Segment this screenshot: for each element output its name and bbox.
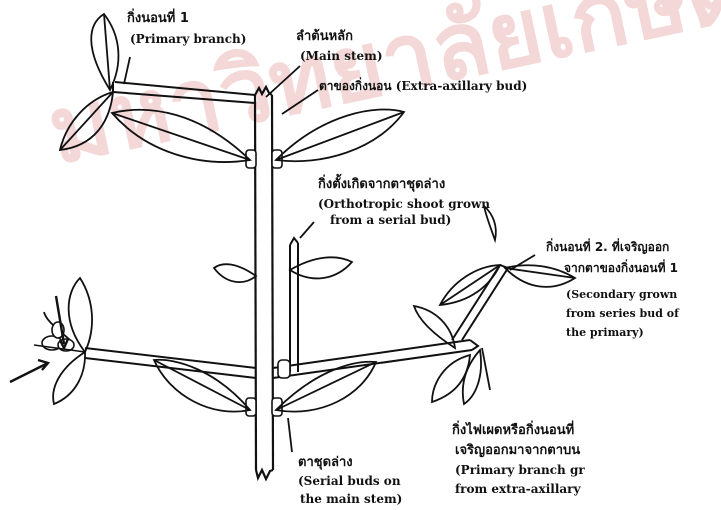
- secondary-branch: [452, 265, 508, 340]
- primary-branch-top: [113, 82, 255, 103]
- orthotropic-shoot: [290, 238, 298, 372]
- label-serial-buds-th: ตาชุดล่าง: [298, 456, 353, 471]
- label-main-stem-th: ลำต้นหลัก: [296, 30, 353, 45]
- label-orthotropic-th: กิ่งตั้งเกิดจากตาชุดล่าง: [318, 178, 445, 193]
- label-secondary-th-1: กิ่งนอนที่ 2. ที่เจริญออก: [546, 241, 669, 255]
- buds: [246, 150, 290, 416]
- label-main-stem-en: (Main stem): [300, 50, 383, 64]
- label-secondary-en-1: (Secondary grown: [566, 289, 677, 302]
- label-primary-from-extra-th-1: กิ่งไฟเผดหรือกิ่งนอนที่: [452, 424, 574, 439]
- label-primary-from-extra-en-1: (Primary branch gr: [455, 464, 585, 478]
- label-serial-buds-en-1: (Serial buds on: [298, 475, 401, 489]
- label-orthotropic-en-1: (Orthotropic shoot grown: [318, 198, 490, 212]
- label-primary-branch-en: (Primary branch): [130, 33, 246, 47]
- label-primary-from-extra-en-2: from extra-axillary: [455, 483, 580, 497]
- label-serial-buds-en-2: the main stem): [300, 493, 402, 507]
- label-secondary-en-3: the primary): [566, 327, 644, 340]
- branch-tip-cluster: [34, 322, 85, 352]
- label-orthotropic-en-2: from a serial bud): [330, 214, 451, 228]
- label-secondary-th-2: จากตาของกิ่งนอนที่ 1: [564, 262, 678, 276]
- label-primary-from-extra-th-2: เจริญออกมาจากตาบน: [455, 444, 580, 459]
- label-extra-axillary-bud: ตาของกิ่งนอน (Extra-axillary bud): [319, 80, 527, 94]
- main-stem: [255, 87, 273, 479]
- label-primary-branch-th: กิ่งนอนที่ 1: [127, 12, 189, 27]
- label-secondary-en-2: from series bud of: [566, 308, 679, 321]
